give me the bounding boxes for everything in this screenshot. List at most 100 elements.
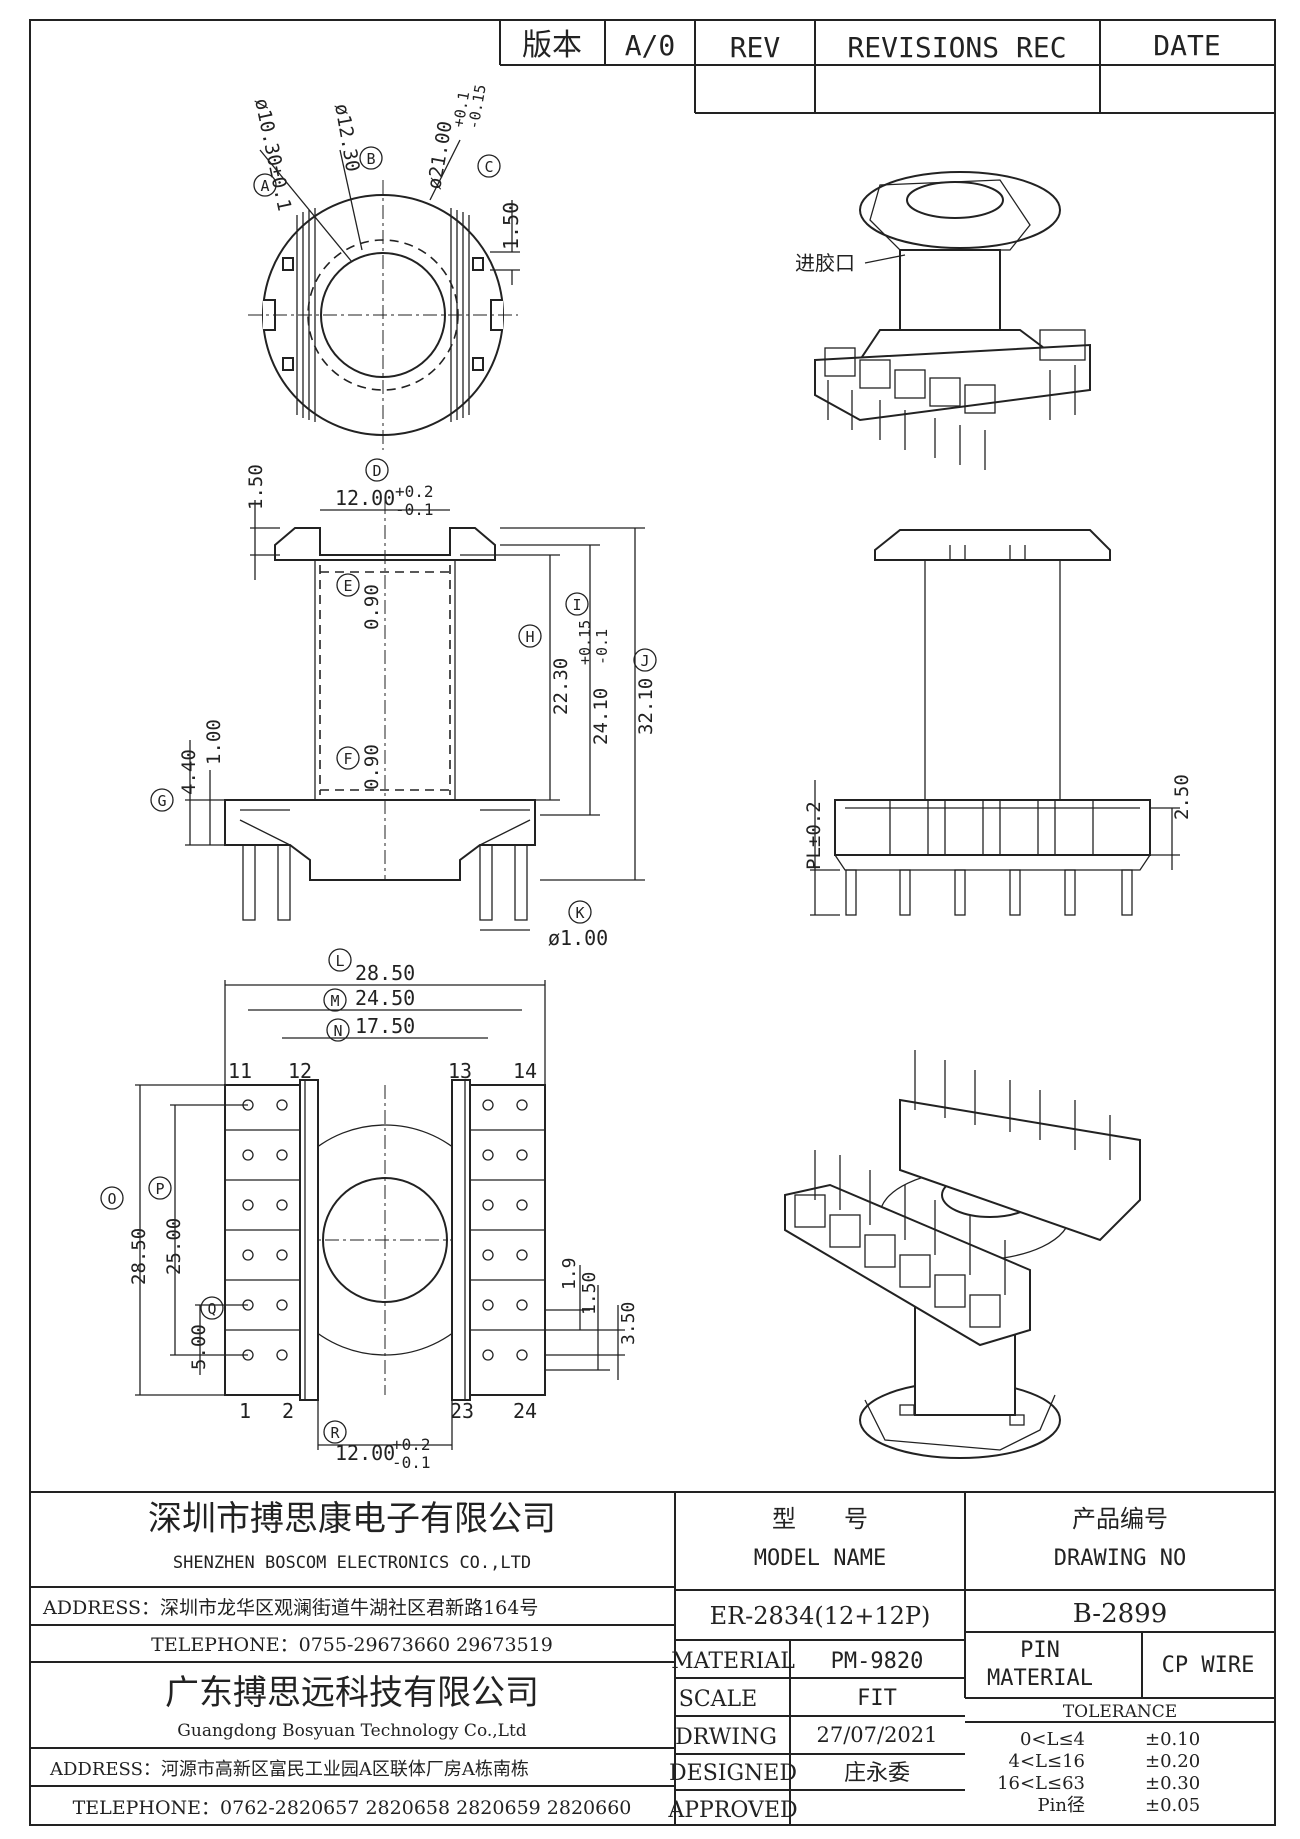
approved-label: APPROVED: [667, 1798, 797, 1823]
designed-label: DESIGNED: [669, 1761, 797, 1786]
mark-g: G: [157, 792, 166, 810]
revision-block: 版本 A/0 REV REVISIONS REC DATE: [499, 20, 1275, 114]
bottom-dim-o: 28.50: [128, 1228, 150, 1285]
front-view: 12.00 +0.2 -0.1 1.50 0.90 0.90 22.30 24.…: [150, 458, 657, 950]
bottom-dim-q: 5.00: [188, 1324, 210, 1370]
sheet-border: [29, 19, 1276, 1826]
side-dim-250: 2.50: [1171, 774, 1193, 820]
company-en: SHENZHEN BOSCOM ELECTRONICS CO.,LTD: [173, 1553, 531, 1573]
mark-a: A: [260, 177, 269, 195]
top-dim-c-plus: +0.1: [449, 90, 473, 129]
company-cn: 深圳市搏思康电子有限公司: [148, 1499, 556, 1539]
drawing-cn: 产品编号: [1072, 1505, 1168, 1533]
top-dim-c-minus: -0.15: [464, 83, 490, 131]
mark-f: F: [343, 750, 352, 768]
top-dim-a: ø10.30±0.1: [250, 96, 295, 212]
tol-value-4: ±0.05: [1145, 1795, 1200, 1816]
mark-m: M: [330, 992, 339, 1010]
pin-1: 1: [239, 1399, 251, 1423]
mark-r: R: [330, 1424, 340, 1442]
pin-2: 2: [282, 1399, 294, 1423]
mark-i: I: [572, 596, 581, 614]
front-dim-d-minus: -0.1: [395, 500, 434, 519]
model-en: MODEL NAME: [754, 1546, 886, 1571]
bottom-dim-19: 1.9: [559, 1257, 580, 1290]
tol-value-3: ±0.30: [1145, 1773, 1200, 1794]
front-dim-i-minus: -0.1: [593, 629, 611, 665]
drawing-value: B-2899: [1073, 1599, 1168, 1629]
pin-material-line2: MATERIAL: [987, 1666, 1093, 1691]
mark-d: D: [372, 462, 381, 480]
tol-value-2: ±0.20: [1145, 1751, 1200, 1772]
version-label: 版本: [522, 28, 582, 63]
front-dim-k: ø1.00: [548, 926, 608, 950]
front-dim-d-plus: +0.2: [395, 482, 434, 501]
drawing-label: DRWING: [675, 1725, 777, 1750]
address-1: ADDRESS：深圳市龙华区观澜街道牛湖社区君新路164号: [42, 1597, 538, 1619]
material-value: PM-9820: [831, 1649, 924, 1674]
top-dim-side: 1.50: [499, 202, 523, 250]
front-dim-i-plus: +0.15: [576, 620, 594, 665]
iso-view-bottom: [784, 1050, 1141, 1459]
bottom-dim-m: 24.50: [355, 986, 415, 1010]
title-block: 深圳市搏思康电子有限公司 SHENZHEN BOSCOM ELECTRONICS…: [30, 1491, 1275, 1825]
material-label: MATERIAL: [671, 1649, 795, 1674]
pin-material-value: CP WIRE: [1162, 1653, 1255, 1678]
front-dim-g1: 4.40: [178, 749, 200, 795]
iso-view-top: 进胶口: [795, 171, 1091, 470]
tol-range-2: 4<L≤16: [1009, 1751, 1085, 1772]
drawing-date: 27/07/2021: [816, 1723, 937, 1747]
version-value: A/0: [625, 29, 676, 62]
front-dim-e: 0.90: [361, 584, 383, 630]
company2-cn: 广东搏思远科技有限公司: [165, 1673, 539, 1713]
pin-11: 11: [228, 1059, 252, 1083]
mark-k: K: [575, 904, 584, 922]
tol-range-1: 0<L≤4: [1020, 1729, 1085, 1750]
front-dim-h: 22.30: [550, 658, 572, 715]
mark-b: B: [366, 150, 375, 168]
pin-12: 12: [288, 1059, 312, 1083]
mark-l: L: [335, 952, 344, 970]
telephone-2: TELEPHONE：0762-2820657 2820658 2820659 2…: [73, 1797, 632, 1819]
mark-h: H: [525, 628, 534, 646]
bottom-view: 28.50 24.50 17.50 L M N 11 12 13 14 1 2 …: [100, 948, 639, 1472]
mark-e: E: [343, 577, 352, 595]
mark-q: Q: [207, 1300, 216, 1318]
bottom-dim-p: 25.00: [163, 1218, 185, 1275]
pin-24: 24: [513, 1399, 537, 1423]
top-view: 1.50 ø10.30±0.1 ø12.30 ø21.00 +0.1 -0.15…: [248, 83, 523, 450]
date-label: DATE: [1153, 29, 1220, 62]
model-value: ER-2834(12+12P): [710, 1602, 931, 1630]
front-dim-f: 0.90: [361, 744, 383, 790]
side-dim-pl: PL±0.2: [803, 801, 825, 870]
bottom-dim-r-minus: -0.1: [392, 1453, 431, 1472]
front-dim-j: 32.10: [635, 678, 657, 735]
pin-13: 13: [448, 1059, 472, 1083]
front-dim-d: 12.00: [335, 486, 395, 510]
mark-o: O: [107, 1190, 116, 1208]
front-dim-g2: 1.00: [203, 719, 225, 765]
left-pin-row: [224, 1079, 319, 1401]
bottom-dim-350: 3.50: [618, 1302, 639, 1345]
mark-j: J: [640, 652, 649, 670]
pin-23: 23: [450, 1399, 474, 1423]
address-2: ADDRESS：河源市高新区富民工业园A区联体厂房A栋南栋: [49, 1759, 529, 1780]
revisions-label: REVISIONS REC: [847, 31, 1066, 64]
bottom-dim-r: 12.00: [335, 1441, 395, 1465]
pin-material-line1: PIN: [1020, 1638, 1060, 1663]
side-view: PL±0.2 2.50: [803, 529, 1193, 916]
bottom-dim-150: 1.50: [579, 1272, 600, 1315]
bottom-dim-n: 17.50: [355, 1014, 415, 1038]
mark-p: P: [155, 1180, 164, 1198]
rev-label: REV: [730, 31, 781, 64]
bottom-dim-r-plus: +0.2: [392, 1435, 431, 1454]
scale-value: FIT: [857, 1686, 897, 1711]
drawing-en: DRAWING NO: [1054, 1546, 1186, 1571]
model-cn: 型 号: [772, 1505, 868, 1533]
tol-range-3: 16<L≤63: [997, 1773, 1085, 1794]
mark-n: N: [333, 1022, 342, 1040]
tol-range-4: Pin径: [1038, 1795, 1085, 1816]
mark-c: C: [484, 158, 493, 176]
